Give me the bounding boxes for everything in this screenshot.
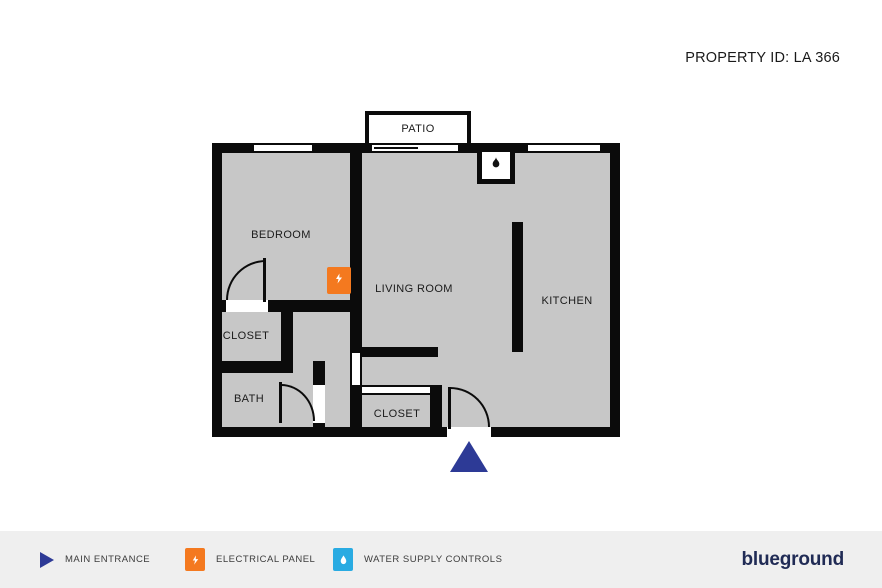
bedroom-window (254, 143, 312, 153)
legend-label-main-entrance: MAIN ENTRANCE (65, 554, 151, 565)
bedroom-door-opening (226, 300, 268, 312)
wall-outer-right (610, 143, 620, 437)
legend-label-water-supply: WATER SUPPLY CONTROLS (364, 554, 503, 565)
legend-water-drop-icon (333, 548, 353, 571)
patio-room: PATIO (365, 111, 471, 147)
electrical-panel-marker (327, 267, 351, 294)
room-label-bedroom: BEDROOM (251, 229, 311, 241)
entrance-door-leaf (448, 387, 451, 429)
wall-outer-bottom (212, 427, 620, 437)
room-label-kitchen: KITCHEN (541, 295, 593, 307)
blueground-logo: blueground (741, 548, 845, 570)
legend-electrical-icon (185, 548, 205, 571)
kitchen-window (528, 143, 600, 153)
wall-bedroom-living (350, 143, 362, 353)
legend-item-electrical-panel: ELECTRICAL PANEL (185, 531, 315, 588)
wall-living-stub (362, 347, 438, 357)
entrance-triangle-icon (40, 551, 54, 568)
bath-door-leaf (279, 382, 282, 423)
closet-sliding-door (362, 385, 430, 395)
lightning-icon (333, 271, 345, 291)
room-label-living-room: LIVING ROOM (375, 283, 453, 295)
room-label-bath: BATH (233, 393, 265, 405)
bath-door-opening (313, 385, 325, 423)
wall-outer-left (212, 143, 222, 437)
wall-closet2-right (430, 385, 442, 437)
main-entrance-marker (450, 441, 488, 472)
room-label-closet-bottom: CLOSET (373, 408, 421, 420)
legend-item-main-entrance: MAIN ENTRANCE (40, 531, 150, 588)
wall-closet2-left (350, 385, 362, 437)
legend-label-electrical-panel: ELECTRICAL PANEL (216, 554, 316, 565)
room-label-patio: PATIO (401, 123, 435, 135)
wall-closet-right (281, 300, 293, 373)
entrance-opening (447, 427, 491, 437)
legend-bar: MAIN ENTRANCE ELECTRICAL PANEL WATER SUP… (0, 531, 882, 588)
legend-item-water-supply: WATER SUPPLY CONTROLS (333, 531, 502, 588)
property-id-label: PROPERTY ID: LA 366 (685, 50, 840, 66)
fireplace-marker (477, 147, 515, 184)
hallway-sliding-door (350, 353, 362, 385)
patio-slider-line (374, 147, 418, 149)
flame-icon (488, 155, 504, 176)
wall-kitchen-partition (512, 222, 523, 352)
room-label-closet-left: CLOSET (222, 330, 270, 342)
patio-sliding-door (372, 143, 458, 153)
wall-closet-bath (212, 361, 293, 373)
bedroom-door-leaf (263, 258, 266, 302)
